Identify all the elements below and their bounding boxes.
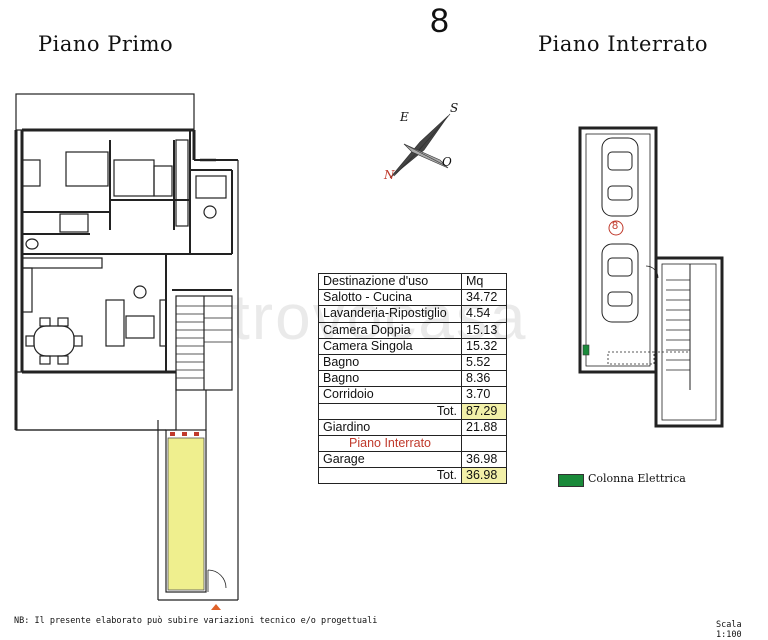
table-row: Garage 36.98: [318, 451, 507, 469]
total-value: 87.29: [461, 402, 507, 420]
total-row: Tot. 36.98: [318, 467, 507, 485]
garage-name: Garage: [318, 451, 462, 469]
unit-number: 8: [430, 2, 449, 40]
room-area: 34.72: [461, 289, 507, 307]
compass-rose: [389, 113, 451, 179]
compass-label-s: S: [450, 101, 459, 115]
header-destination: Destinazione d'uso: [318, 272, 462, 291]
legend-swatch: [558, 474, 584, 487]
room-area: 15.13: [461, 321, 507, 339]
room-name: Camera Singola: [318, 337, 462, 355]
compass-label-o: O: [442, 155, 452, 169]
footer-scale: Scala 1:100: [716, 620, 742, 640]
compass-label-e: E: [400, 110, 409, 124]
room-name: Camera Doppia: [318, 321, 462, 339]
room-name: Lavanderia-Ripostiglio: [318, 305, 462, 323]
room-area: 4.54: [461, 305, 507, 323]
floor-title-first: Piano Primo: [38, 32, 174, 56]
room-area: 3.70: [461, 386, 507, 404]
room-name: Corridoio: [318, 386, 462, 404]
section-row: Piano Interrato: [318, 434, 507, 453]
entrance-marker: [211, 604, 221, 610]
electric-column-marker: [582, 344, 590, 356]
terrace-top: [15, 93, 195, 131]
room-name: Salotto - Cucina: [318, 289, 462, 307]
garden-name: Giardino: [318, 418, 462, 436]
total2-label: Tot.: [318, 467, 462, 485]
room-area: 15.32: [461, 337, 507, 355]
garage-area: 36.98: [461, 451, 507, 469]
legend-label: Colonna Elettrica: [588, 472, 686, 485]
floor-title-basement: Piano Interrato: [538, 32, 709, 56]
room-area: 5.52: [461, 353, 507, 372]
total2-value: 36.98: [461, 467, 507, 485]
total-row: Tot. 87.29: [318, 402, 507, 420]
table-header-row: Destinazione d'uso Mq: [318, 272, 507, 291]
room-name: Bagno: [318, 353, 462, 372]
compass-label-n: N: [384, 168, 395, 182]
room-area: 8.36: [461, 370, 507, 388]
footer-note: NB: Il presente elaborato può subire var…: [14, 616, 378, 626]
table-row: Giardino 21.88: [318, 418, 507, 436]
total-label: Tot.: [318, 402, 462, 420]
header-mq: Mq: [461, 272, 507, 291]
section-basement: Piano Interrato: [318, 434, 462, 453]
room-name: Bagno: [318, 370, 462, 388]
garden-area: 21.88: [461, 418, 507, 436]
garage-number: 8: [612, 220, 619, 232]
